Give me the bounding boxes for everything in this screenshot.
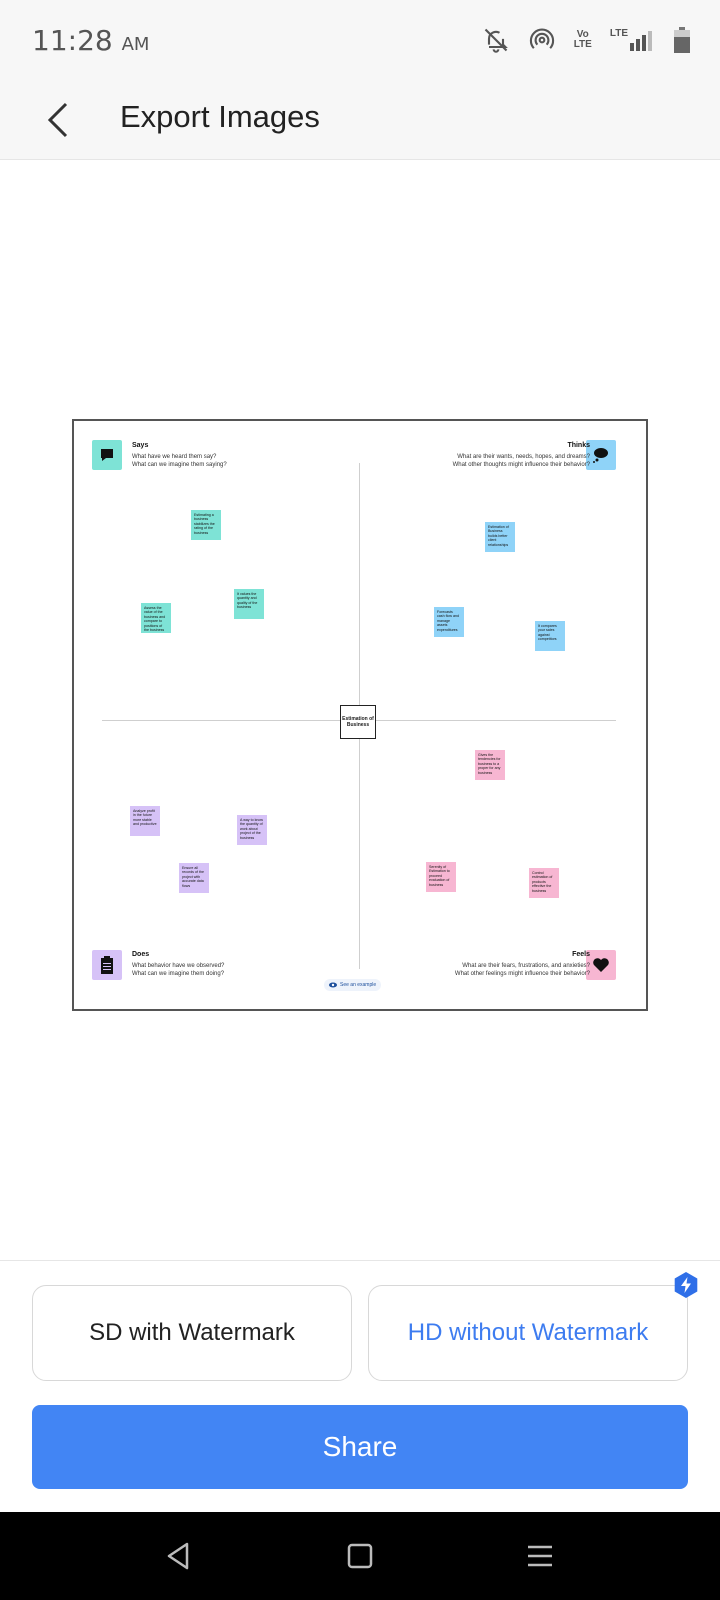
menu-lines-icon [528,1545,552,1567]
sticky-note: Assess the value of the business and com… [141,603,171,633]
says-question-2: What can we imagine them saying? [132,462,227,468]
triangle-back-icon [167,1542,189,1570]
does-question-2: What can we imagine them doing? [132,971,225,977]
clipboard-icon [92,950,122,980]
status-time-ampm: AM [121,34,150,55]
notifications-off-icon [482,26,510,54]
export-options-panel: SD with Watermark HD without Watermark S… [0,1260,720,1512]
see-example-label: See an example [340,982,377,988]
volte-bottom: LTE [573,39,592,50]
status-icons: Vo LTE LTE [482,26,690,54]
sticky-note: Estimation of Business builds better cli… [485,522,515,552]
hd-no-watermark-button[interactable]: HD without Watermark [368,1285,688,1381]
status-time: 11:28 AM [32,24,149,57]
lte-label: LTE [609,28,628,39]
heart-icon [586,950,616,980]
nav-home-button[interactable] [338,1534,382,1578]
sticky-note: Analyze profit in the future more stable… [130,806,160,836]
chevron-left-icon [47,102,68,138]
lightning-badge-icon [674,1272,698,1298]
status-bar: 11:28 AM Vo LTE LTE [0,0,720,80]
thinks-question-2: What other thoughts might influence thei… [452,462,590,468]
says-question-1: What have we heard them say? [132,454,217,460]
thinks-question-1: What are their wants, needs, hopes, and … [457,454,590,460]
speech-bubble-icon [92,440,122,470]
square-home-icon [347,1543,373,1569]
eye-icon [329,982,337,988]
thinks-title: Thinks [567,442,590,449]
sticky-note: A way to know the quantity of work about… [237,815,267,845]
sticky-note: Estimating a business stabilizes the rat… [191,510,221,540]
does-title: Does [132,951,150,958]
sticky-note: It compares your sales against competito… [535,621,565,651]
thought-cloud-icon [586,440,616,470]
back-button[interactable] [30,92,86,148]
feels-question-2: What other feelings might influence thei… [454,971,590,977]
sticky-note: Gives the tendencies for business to a p… [475,750,505,780]
sticky-note: It values the quantity and quality of th… [234,589,264,619]
feels-title: Feels [572,951,590,958]
sticky-note: Control estimation of products effective… [529,868,559,898]
empathy-map-preview: Says What have we heard them say? What c… [72,419,648,1011]
share-button[interactable]: Share [32,1405,688,1489]
nav-menu-button[interactable] [518,1534,562,1578]
volte-top: Vo [576,29,589,40]
page-title: Export Images [120,99,320,134]
status-time-value: 11:28 [32,24,113,57]
volte-icon: Vo LTE [574,30,592,50]
nav-back-button[interactable] [156,1534,200,1578]
sticky-note: Ensure all records of the project with a… [179,863,209,893]
sd-watermark-button[interactable]: SD with Watermark [32,1285,352,1381]
battery-icon [674,27,690,53]
signal-icon: LTE [610,29,656,51]
see-example-link: See an example [324,979,382,991]
center-topic: Estimation of Business [340,705,376,739]
preview-area: Says What have we heard them say? What c… [0,160,720,1260]
sticky-note: Serenity of Estimation to proceed evalua… [426,862,456,892]
system-nav-bar [0,1512,720,1600]
sticky-note: Forecasts cash flow and manage assets ex… [434,607,464,637]
says-title: Says [132,442,149,449]
hotspot-icon [528,26,556,54]
does-question-1: What behavior have we observed? [132,963,225,969]
feels-question-1: What are their fears, frustrations, and … [462,963,590,969]
app-header: Export Images [0,80,720,160]
